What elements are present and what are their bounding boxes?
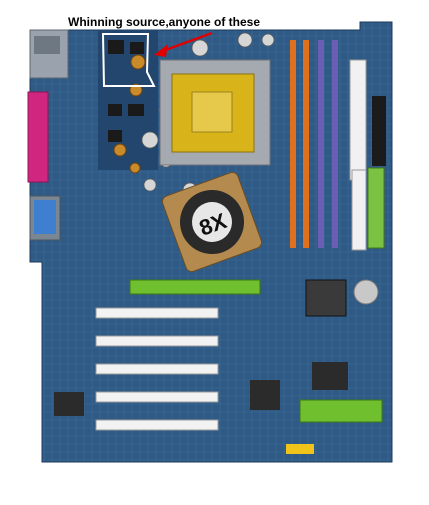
annotation-caption: Whinning source,anyone of these bbox=[68, 15, 261, 29]
chip bbox=[312, 362, 348, 390]
annotation-arrow bbox=[159, 31, 213, 54]
chip bbox=[250, 380, 280, 410]
ps2-port bbox=[34, 36, 60, 54]
parallel-port bbox=[27, 91, 49, 183]
highlight-box bbox=[101, 33, 156, 87]
annotation-arrow-head bbox=[154, 44, 168, 57]
green-connector bbox=[299, 399, 383, 423]
vrm-region bbox=[98, 30, 158, 170]
ide-connector bbox=[351, 169, 367, 251]
southbridge-chip bbox=[305, 279, 347, 317]
atx-power-connector bbox=[349, 59, 367, 181]
pci-slots bbox=[95, 307, 219, 431]
yellow-header bbox=[286, 444, 314, 454]
floppy-connector bbox=[367, 167, 385, 249]
northbridge-fan bbox=[161, 171, 263, 273]
black-connector bbox=[372, 96, 386, 166]
cmos-battery bbox=[353, 279, 379, 305]
chip bbox=[54, 392, 84, 416]
audio-ports bbox=[34, 200, 56, 234]
vrm-mosfets bbox=[108, 40, 144, 142]
agp-slot bbox=[129, 279, 261, 295]
dimm-slots bbox=[290, 40, 338, 248]
